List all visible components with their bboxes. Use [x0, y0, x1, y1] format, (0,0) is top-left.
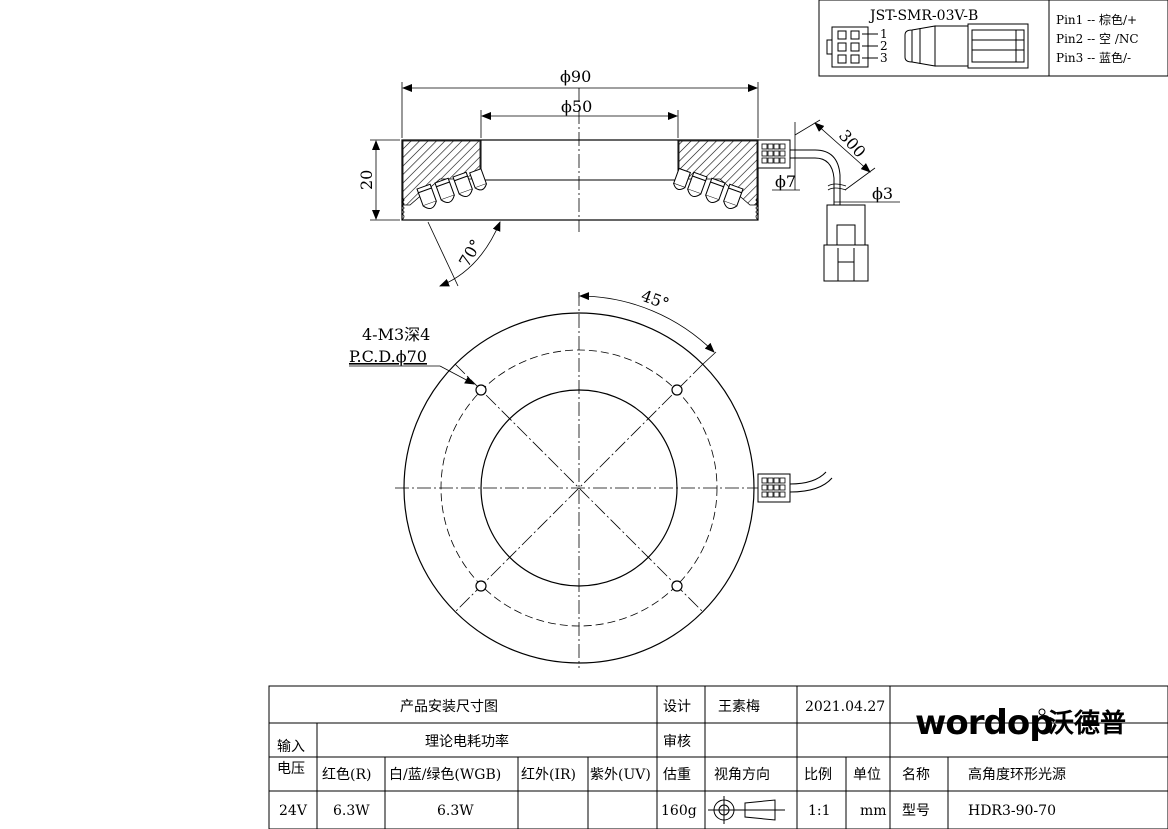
beam-angle-label: 70° — [455, 236, 486, 270]
design-label: 设计 — [663, 699, 691, 715]
mounting-holes — [475, 384, 683, 592]
top-angle-label: 45° — [639, 286, 672, 314]
top-view: 45° 4-M3深4 P.C.D.ϕ70 — [349, 286, 833, 668]
height-label: 20 — [357, 170, 376, 190]
col-ir: 红外(IR) — [521, 767, 576, 783]
name-value: 高角度环形光源 — [968, 766, 1066, 783]
led-row-left — [416, 168, 488, 210]
connector-model: JST-SMR-03V-B — [868, 8, 978, 24]
model-label: 型号 — [902, 803, 930, 819]
pin-number-1: 1 — [880, 27, 888, 41]
drawing-title: 产品安装尺寸图 — [400, 699, 498, 715]
pin-3-desc: Pin3 -- 蓝色/- — [1056, 51, 1131, 65]
model-value: HDR3-90-70 — [968, 803, 1056, 819]
cable-connector-side — [757, 139, 869, 282]
designer-name: 王素梅 — [718, 699, 760, 715]
input-voltage-label-1: 输入 — [277, 739, 305, 755]
svg-text:沃德普: 沃德普 — [1048, 708, 1126, 739]
projection-symbol-icon — [708, 796, 785, 824]
col-wgb: 白/蓝/绿色(WGB) — [389, 766, 501, 783]
pin-number-3: 3 — [880, 51, 888, 65]
col-uv: 紫外(UV) — [590, 767, 651, 783]
cable-connector-top — [757, 471, 833, 503]
company-logo: wordop 沃德普 — [915, 703, 1126, 743]
pcd-label: P.C.D.ϕ70 — [349, 347, 427, 366]
scale-value: 1:1 — [808, 803, 831, 819]
voltage-value: 24V — [279, 803, 308, 819]
check-label: 审核 — [663, 734, 691, 750]
pin-2-desc: Pin2 -- 空 /NC — [1056, 32, 1139, 46]
weight-value: 160g — [661, 803, 697, 819]
side-view: ϕ90 ϕ50 20 70° — [357, 67, 900, 287]
input-voltage-label-2: 电压 — [277, 761, 305, 777]
col-red: 红色(R) — [322, 766, 371, 783]
unit-label: 单位 — [853, 767, 881, 783]
design-date: 2021.04.27 — [805, 699, 885, 715]
connector-side-icon — [904, 23, 1029, 69]
cable-length-label: 300 — [835, 126, 870, 161]
hole-spec-label: 4-M3深4 — [362, 325, 430, 344]
weight-label: 估重 — [663, 767, 691, 783]
unit-value: mm — [860, 803, 887, 819]
view-label: 视角方向 — [714, 767, 770, 783]
connector-diameter-label: ϕ7 — [775, 172, 796, 191]
title-block — [268, 685, 1168, 829]
connector-info-box: JST-SMR-03V-B 1 2 3 — [818, 0, 1168, 77]
pin-number-2: 2 — [880, 39, 888, 53]
title-block-text: 产品安装尺寸图 设计 王素梅 2021.04.27 审核 输入 电压 理论电耗功… — [277, 699, 1126, 824]
power-wgb-value: 6.3W — [437, 803, 474, 819]
pin-1-desc: Pin1 -- 棕色/+ — [1056, 12, 1137, 27]
led-row-right — [672, 167, 744, 210]
power-label: 理论电耗功率 — [425, 733, 509, 750]
cable-diameter-label: ϕ3 — [872, 184, 893, 203]
connector-face-icon — [826, 26, 878, 68]
outer-diameter-label: ϕ90 — [560, 67, 591, 86]
power-red-value: 6.3W — [333, 803, 370, 819]
name-label: 名称 — [902, 767, 930, 783]
inner-diameter-label: ϕ50 — [561, 97, 592, 116]
svg-text:wordop: wordop — [915, 703, 1053, 743]
scale-label: 比例 — [804, 767, 832, 783]
